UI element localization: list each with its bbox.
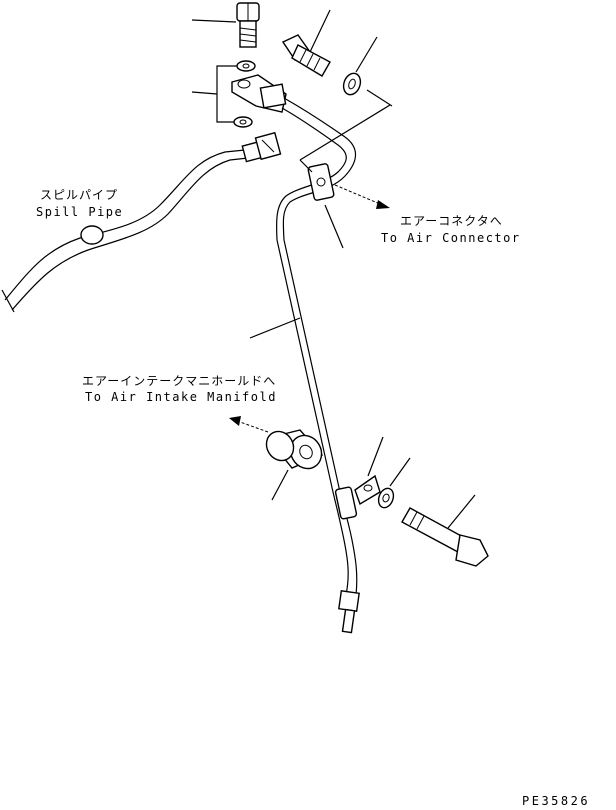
- washer-upper: [236, 60, 256, 72]
- right-bolt: [281, 9, 331, 77]
- air-connector-label-en: To Air Connector: [381, 231, 521, 245]
- air-connector-label-jp: エアーコネクタへ: [400, 214, 503, 228]
- spill-pipe: [1, 131, 282, 313]
- air-connector-arrow: [334, 184, 390, 209]
- drawing-code: PE35826: [522, 794, 590, 808]
- air-intake-label-en: To Air Intake Manifold: [85, 390, 277, 404]
- lower-washer: [377, 457, 411, 509]
- air-intake-label-jp: エアーインテークマニホールドへ: [82, 374, 276, 388]
- air-pipe: [275, 97, 381, 634]
- leader-pipe: [249, 317, 301, 339]
- leader-bracket: [299, 104, 391, 161]
- banjo-fitting: [231, 74, 287, 113]
- right-washer: [342, 36, 378, 96]
- washer-lower: [233, 116, 253, 128]
- spill-pipe-label-en: Spill Pipe: [36, 205, 123, 219]
- lower-bolt: [401, 494, 489, 567]
- leader-clamp: [324, 204, 344, 249]
- leader-collar: [367, 436, 384, 477]
- sleeve: [265, 429, 324, 501]
- top-bolt: [191, 2, 260, 48]
- spill-pipe-label-jp: スピルパイプ: [40, 188, 118, 202]
- air-intake-arrow: [229, 416, 269, 433]
